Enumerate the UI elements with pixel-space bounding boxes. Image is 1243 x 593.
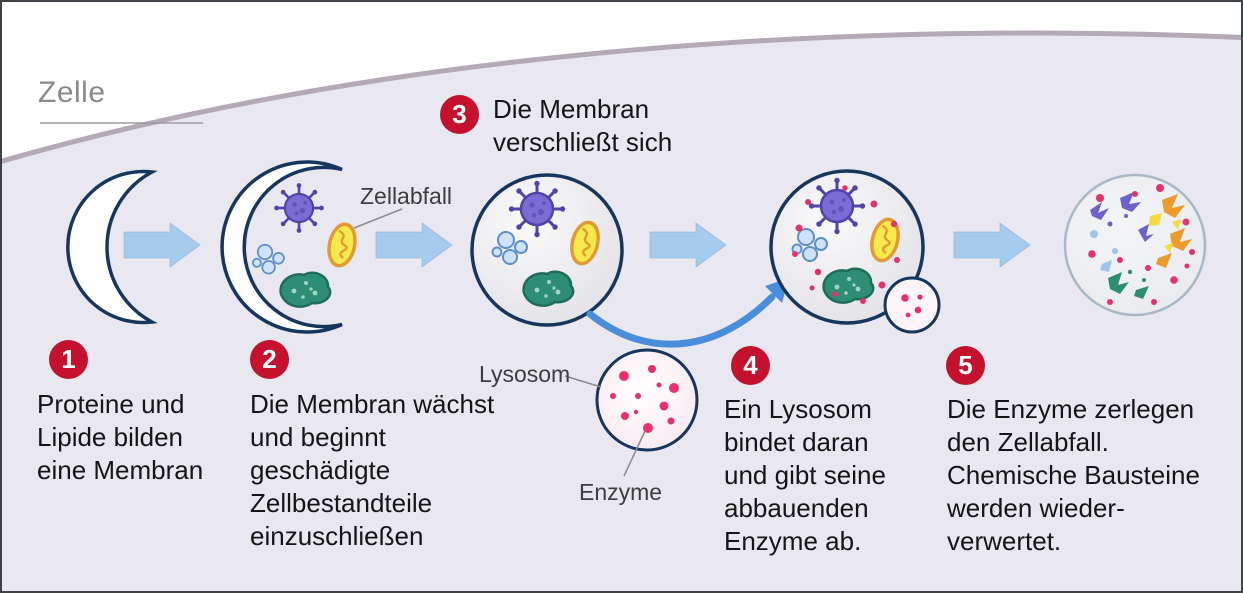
autophagosome-circle <box>470 173 624 327</box>
lysosom-pointer-line <box>564 375 602 388</box>
enzyme-dots <box>1088 184 1195 305</box>
zellabfall-label: Zellabfall <box>360 183 453 209</box>
binding-lysosome-icon <box>883 276 941 334</box>
enzyme-label: Enzyme <box>579 479 663 505</box>
enzyme-pointer-line <box>623 430 646 477</box>
membrane-crescent-2 <box>220 160 343 334</box>
step-2-text: Die Membran wächst und beginnt geschädig… <box>250 389 495 552</box>
recycling-vesicle-icon <box>1063 173 1207 317</box>
step-5-text: Die Enzyme zerlegen den Zellabfall. Chem… <box>947 394 1200 557</box>
flow-arrow-3 <box>649 222 727 268</box>
flow-arrow-2 <box>375 222 453 268</box>
step-5-badge: 5 <box>946 346 985 385</box>
virus-fragments <box>1090 192 1154 242</box>
virus-icon <box>272 181 326 235</box>
vesicle-fragments <box>1090 230 1118 272</box>
flow-arrows <box>123 222 1031 268</box>
released-enzyme-dots <box>792 185 900 304</box>
membrane-crescent-1 <box>66 169 158 325</box>
cell-membrane-border <box>2 30 1241 164</box>
lysosom-label: Lysosom <box>479 361 571 387</box>
step-4-text: Ein Lysosom bindet daran und gibt seine … <box>724 394 886 557</box>
step-2-badge: 2 <box>250 340 289 379</box>
enzyme-dots <box>610 365 679 433</box>
step-1-text: Proteine und Lipide bilden eine Membran <box>37 389 204 486</box>
cell-background <box>2 33 1241 591</box>
cell-label: Zelle <box>38 76 106 109</box>
zellabfall-pointer-line <box>353 208 403 229</box>
step-3-text: Die Membran verschließt sich <box>493 94 673 158</box>
flow-arrow-4 <box>953 222 1031 268</box>
lysosome-icon <box>595 348 699 452</box>
step-3-badge: 3 <box>440 95 479 134</box>
flow-arrow-1 <box>123 222 201 268</box>
green-debris-icon <box>279 271 332 308</box>
step-1-badge: 1 <box>49 340 88 379</box>
step-4-badge: 4 <box>731 346 770 385</box>
green-fragments <box>1108 269 1149 299</box>
yellow-fragments <box>1149 213 1181 253</box>
mitochondrion-fragments <box>1156 194 1192 268</box>
